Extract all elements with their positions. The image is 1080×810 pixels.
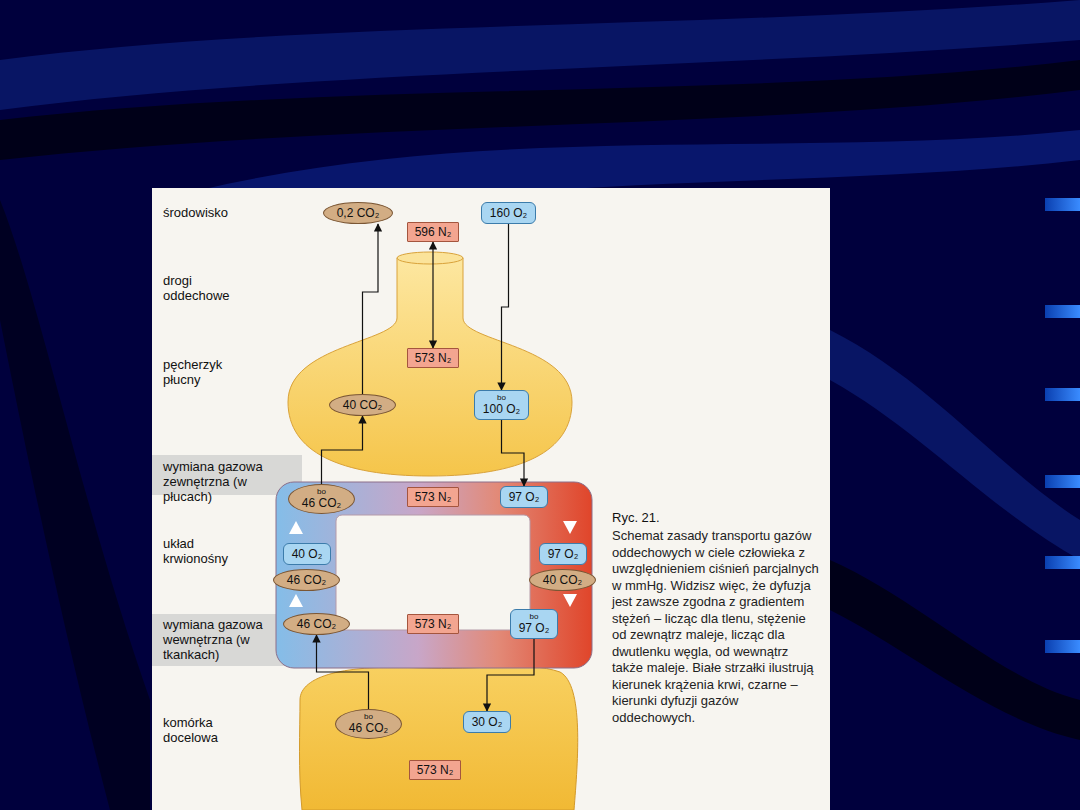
note-mark: bo (317, 488, 326, 496)
n2-value-box: 573 N₂ (409, 760, 461, 780)
co2-value-box: 0,2 CO₂ (323, 202, 393, 224)
pressure-value: 97 O₂ (509, 490, 540, 504)
pressure-value: 46 CO₂ (297, 617, 336, 631)
figure-number: Ryc. 21. (612, 510, 812, 525)
pressure-value: 46 CO₂ (349, 721, 388, 735)
accent-bar (1045, 475, 1080, 488)
diffusion-arrow (502, 224, 509, 390)
co2-value-box: 40 CO₂ (329, 394, 396, 416)
n2-value-box: 573 N₂ (407, 614, 459, 634)
pressure-value: 40 CO₂ (343, 398, 382, 412)
side-label: środowisko (163, 205, 263, 220)
circulation-arrow (563, 521, 577, 534)
pressure-value: 30 O₂ (472, 715, 503, 729)
pressure-value: 0,2 CO₂ (337, 206, 380, 220)
note-mark: bo (497, 394, 506, 402)
pressure-value: 100 O₂ (483, 402, 520, 416)
pressure-value: 97 O₂ (548, 547, 579, 561)
o2-value-box: bo100 O₂ (474, 390, 529, 420)
n2-value-box: 596 N₂ (407, 222, 459, 242)
blood-loop (276, 482, 592, 668)
side-label: wymiana gazowa wewnętrzna (w tkankach) (163, 617, 275, 662)
pressure-value: 596 N₂ (415, 225, 452, 239)
accent-bar (1045, 556, 1080, 569)
pressure-value: 573 N₂ (415, 490, 452, 504)
pressure-value: 40 CO₂ (543, 573, 582, 587)
pressure-value: 573 N₂ (415, 617, 452, 631)
diffusion-arrow (322, 416, 363, 484)
diffusion-arrow (432, 242, 433, 348)
diffusion-arrow (363, 224, 379, 394)
pressure-value: 97 O₂ (519, 621, 550, 635)
pressure-value: 573 N₂ (415, 351, 452, 365)
pressure-value: 40 O₂ (292, 547, 323, 561)
pressure-value: 46 CO₂ (287, 573, 326, 587)
figure-caption: Schemat zasady transportu gazów oddechow… (612, 528, 822, 726)
diffusion-arrow (317, 635, 369, 709)
o2-value-box: 30 O₂ (463, 711, 511, 733)
diffusion-arrow (502, 420, 525, 486)
n2-value-box: 573 N₂ (407, 487, 459, 507)
side-label: komórka docelowa (163, 715, 245, 745)
circulation-arrow (289, 594, 303, 607)
accent-bar (1045, 198, 1080, 211)
co2-value-box: bo46 CO₂ (335, 709, 402, 739)
note-mark: bo (530, 613, 539, 621)
co2-value-box: 46 CO₂ (283, 613, 350, 635)
o2-value-box: 97 O₂ (500, 486, 548, 508)
side-label: drogi oddechowe (163, 273, 245, 303)
swoosh (830, 330, 1080, 560)
circulation-arrow (563, 594, 577, 607)
o2-value-box: 160 O₂ (481, 202, 536, 224)
o2-value-box: 97 O₂ (539, 543, 587, 565)
o2-value-box: bo97 O₂ (510, 609, 558, 639)
side-label: pęcherzyk płucny (163, 357, 245, 387)
accent-bar (1045, 640, 1080, 653)
co2-value-box: 40 CO₂ (529, 569, 596, 591)
side-label: układ krwionośny (163, 536, 245, 566)
side-label: wymiana gazowa zewnętrzna (w płucach) (163, 459, 275, 504)
page-panel (152, 188, 830, 810)
co2-value-box: bo46 CO₂ (288, 484, 355, 514)
pressure-value: 573 N₂ (417, 763, 454, 777)
blood-loop-hole (336, 515, 530, 630)
circulation-arrow (289, 521, 303, 534)
n2-value-box: 573 N₂ (407, 348, 459, 368)
alveolus-flask (288, 258, 572, 476)
airway-rim (397, 252, 463, 264)
co2-value-box: 46 CO₂ (273, 569, 340, 591)
pressure-value: 160 O₂ (490, 206, 527, 220)
note-mark: bo (364, 713, 373, 721)
swoosh (0, 200, 150, 810)
o2-value-box: 40 O₂ (283, 543, 331, 565)
diffusion-arrow (487, 639, 534, 711)
accent-bar (1045, 388, 1080, 401)
target-cell (300, 666, 578, 810)
accent-bar (1045, 305, 1080, 318)
pressure-value: 46 CO₂ (302, 496, 341, 510)
swoosh (830, 560, 1080, 740)
